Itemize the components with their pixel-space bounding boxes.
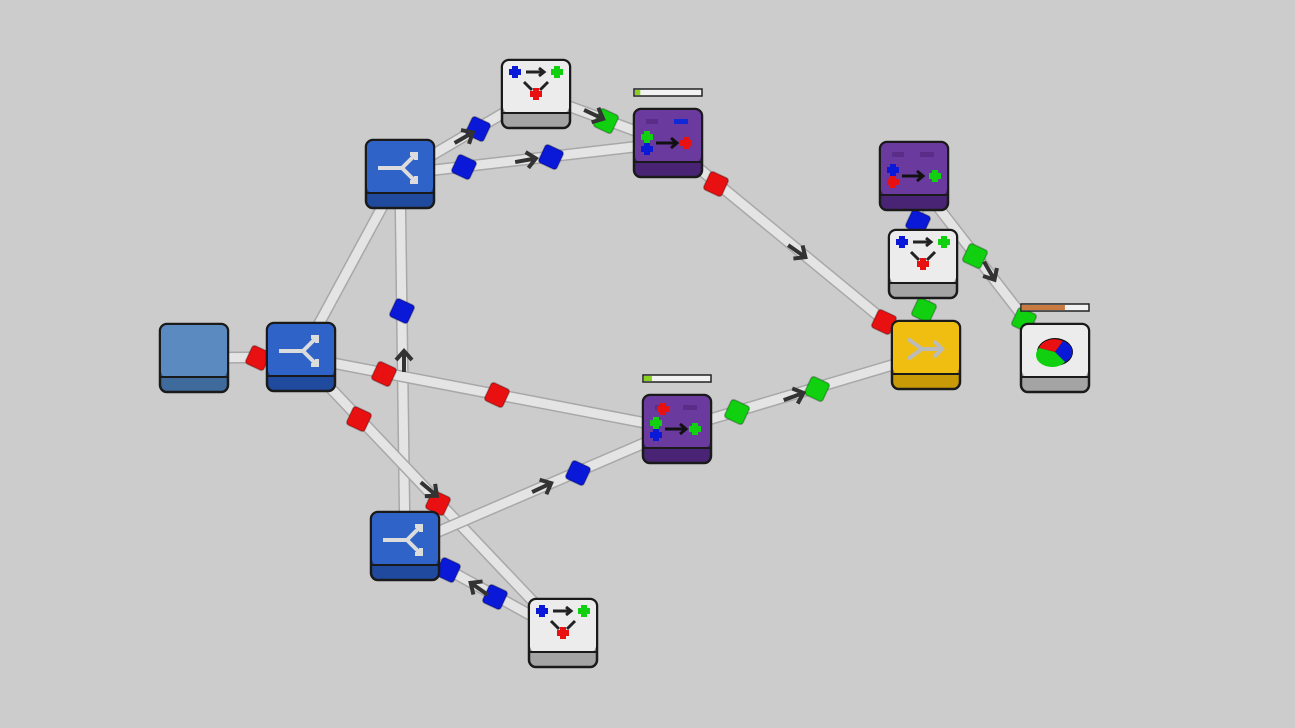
splitter-icon [383, 524, 423, 556]
direction-arrow-icon [982, 260, 999, 283]
red-packet [702, 170, 730, 198]
red-packet [483, 381, 511, 409]
progress-bar [1020, 303, 1090, 312]
processor-node-proc1[interactable] [632, 88, 704, 179]
progress-bar [633, 88, 703, 97]
converter-node-conv1[interactable] [500, 58, 572, 130]
blue-packet [388, 297, 416, 325]
direction-arrow-icon [468, 579, 489, 597]
green-packet [910, 296, 938, 324]
converter-icon [536, 605, 590, 639]
splitter-icon [378, 152, 418, 184]
converter-node-conv2[interactable] [527, 597, 599, 669]
processor-node-proc3[interactable] [878, 140, 950, 212]
converter-icon [509, 66, 563, 100]
processor-icon [887, 152, 941, 188]
red-packet [370, 360, 398, 388]
pie-chart-icon [1035, 338, 1073, 368]
splitter-node-splitC[interactable] [369, 510, 441, 582]
processor-icon [650, 403, 701, 441]
processor-node-proc2[interactable] [641, 374, 713, 465]
direction-arrow-icon [531, 477, 554, 496]
processor-icon [641, 119, 692, 155]
converter-node-conv3[interactable] [887, 228, 959, 300]
green-packet [961, 242, 989, 270]
splitter-icon [279, 335, 319, 367]
direction-arrow-icon [453, 128, 476, 145]
direction-arrow-icon [787, 243, 808, 261]
direction-arrow-icon [583, 106, 606, 125]
splitter-node-splitB[interactable] [364, 138, 436, 210]
blue-packet [537, 143, 565, 171]
source-node-source[interactable] [158, 322, 230, 394]
red-packet [345, 405, 373, 433]
direction-arrow-icon [394, 347, 414, 372]
direction-arrow-icon [783, 386, 807, 405]
packets [244, 106, 1038, 611]
green-packet [723, 398, 751, 426]
direction-arrow-icon [514, 150, 539, 170]
progress-bar [642, 374, 712, 383]
merger-icon [906, 337, 945, 361]
direction-arrow-icon [419, 480, 440, 499]
splitter-node-splitA[interactable] [265, 321, 337, 393]
green-packet [803, 375, 831, 403]
sink-node-sink[interactable] [1019, 303, 1091, 394]
merger-node-merger[interactable] [890, 319, 962, 391]
converter-icon [896, 236, 950, 270]
blue-packet [564, 459, 592, 487]
nodes [158, 58, 1091, 669]
blue-packet [450, 153, 478, 181]
